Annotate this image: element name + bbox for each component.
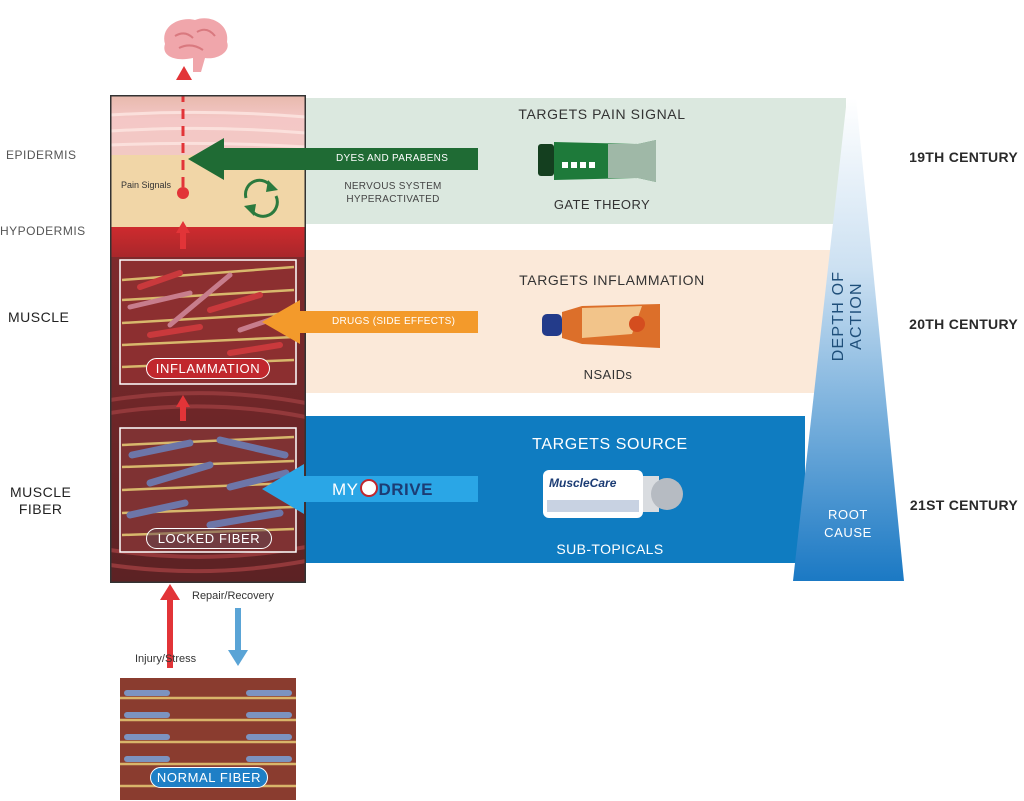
note-line1: NERVOUS SYSTEM: [344, 181, 442, 192]
myodrive-suffix: DRIVE: [378, 480, 433, 499]
note-line2: HYPERACTIVATED: [346, 194, 440, 205]
root-line: ROOT: [828, 507, 868, 522]
myodrive-logo: MY DRIVE: [332, 479, 433, 500]
normal-fiber-pill: NORMAL FIBER: [150, 767, 268, 788]
pain-subtitle: GATE THEORY: [553, 197, 651, 212]
root-cause-label: ROOT CAUSE: [810, 506, 886, 542]
century-19: 19TH CENTURY: [909, 149, 1018, 165]
dyes-arrow: [188, 138, 478, 180]
locked-fiber-pill: LOCKED FIBER: [146, 528, 272, 549]
depth-of-action-label: DEPTH OF ACTION: [830, 270, 865, 362]
musclecare-brand: MuscleCare: [549, 476, 617, 490]
pain-signals-label: Pain Signals: [121, 180, 172, 190]
label-muscle-fiber: MUSCLE FIBER: [10, 484, 71, 518]
dyes-arrow-label: DYES AND PARABENS: [336, 153, 449, 164]
injury-label: Injury/Stress: [135, 653, 197, 665]
musclecare-rollon: [543, 470, 683, 518]
drugs-arrow-label: DRUGS (SIDE EFFECTS): [332, 316, 456, 327]
nsaids-tube: [542, 304, 660, 348]
repair-label: Repair/Recovery: [192, 590, 274, 602]
cause-line: CAUSE: [824, 525, 872, 540]
century-20: 20TH CENTURY: [909, 316, 1018, 332]
recycle-icon: [244, 178, 279, 218]
up-arrow-to-brain: [176, 66, 192, 80]
drugs-arrow: [262, 300, 478, 344]
inflammation-pill: INFLAMMATION: [146, 358, 270, 379]
label-muscle: MUSCLE: [8, 309, 70, 325]
recovery-arrow: [228, 608, 248, 666]
label-muscle-fiber-line1: MUSCLE: [10, 484, 72, 500]
injury-arrow: [160, 584, 180, 668]
depth-of-action-triangle: [793, 98, 904, 581]
label-hypodermis: HYPODERMIS: [0, 224, 86, 238]
brain-icon: [164, 18, 228, 72]
source-subtitle: SUB-TOPICALS: [556, 541, 664, 557]
myodrive-prefix: MY: [332, 480, 359, 499]
nervous-system-note: NERVOUS SYSTEM HYPERACTIVATED: [343, 180, 443, 206]
century-21: 21ST CENTURY: [909, 497, 1018, 513]
inflammation-subtitle: NSAIDs: [583, 367, 633, 382]
gate-theory-tube: [538, 140, 656, 182]
inflammation-title: TARGETS INFLAMMATION: [519, 272, 705, 288]
myodrive-o-icon: [359, 479, 378, 497]
label-muscle-fiber-line2: FIBER: [18, 501, 63, 517]
pain-title: TARGETS PAIN SIGNAL: [518, 106, 686, 122]
source-title: TARGETS SOURCE: [532, 436, 688, 453]
label-epidermis: EPIDERMIS: [6, 148, 77, 162]
